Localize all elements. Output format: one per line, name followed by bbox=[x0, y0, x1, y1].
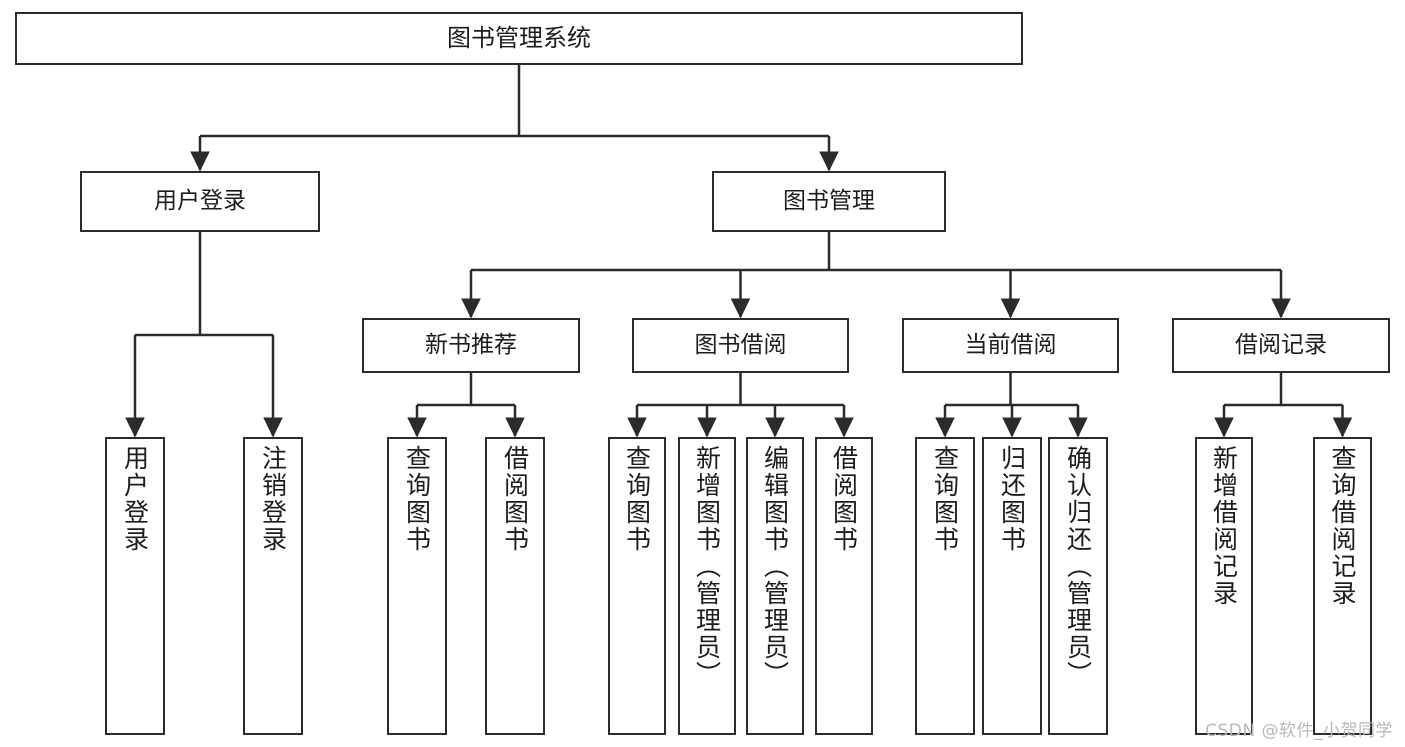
node-leaf-borrow-book-1: 借阅图书 bbox=[485, 437, 545, 735]
node-book-manage: 图书管理 bbox=[712, 171, 946, 232]
node-leaf-add-record: 新增借阅记录 bbox=[1195, 437, 1253, 735]
node-leaf-query-book-1: 查询图书 bbox=[387, 437, 447, 735]
node-leaf-query-book-3: 查询图书 bbox=[915, 437, 975, 735]
node-leaf-query-record: 查询借阅记录 bbox=[1313, 437, 1372, 735]
node-current-borrow: 当前借阅 bbox=[902, 318, 1119, 373]
node-leaf-confirm-return: 确认归还（管理员） bbox=[1048, 437, 1108, 735]
node-label: 借阅记录 bbox=[1235, 332, 1327, 359]
node-leaf-logout: 注销登录 bbox=[243, 437, 303, 735]
node-label: 查询图书 bbox=[402, 445, 432, 553]
node-book-borrow: 图书借阅 bbox=[632, 318, 849, 373]
node-leaf-query-book-2: 查询图书 bbox=[608, 437, 666, 735]
node-leaf-borrow-book-2: 借阅图书 bbox=[815, 437, 873, 735]
node-root: 图书管理系统 bbox=[15, 12, 1023, 65]
node-leaf-user-login: 用户登录 bbox=[105, 437, 165, 735]
node-label: 图书管理系统 bbox=[447, 23, 591, 52]
node-leaf-add-book: 新增图书（管理员） bbox=[678, 437, 736, 735]
node-label: 确认归还（管理员） bbox=[1063, 445, 1093, 688]
node-label: 注销登录 bbox=[258, 445, 288, 553]
node-user-login: 用户登录 bbox=[80, 171, 320, 232]
node-new-book-rec: 新书推荐 bbox=[362, 318, 580, 373]
node-label: 查询借阅记录 bbox=[1328, 445, 1357, 607]
node-label: 当前借阅 bbox=[964, 332, 1057, 359]
node-label: 用户登录 bbox=[120, 445, 150, 553]
node-borrow-record: 借阅记录 bbox=[1172, 318, 1390, 373]
node-label: 图书借阅 bbox=[694, 332, 787, 359]
node-label: 图书管理 bbox=[783, 188, 875, 215]
watermark: CSDN @软件_小贺同学 bbox=[1205, 721, 1393, 741]
node-label: 用户登录 bbox=[154, 188, 246, 215]
node-label: 新增借阅记录 bbox=[1209, 445, 1239, 607]
node-label: 查询图书 bbox=[622, 445, 652, 553]
node-label: 编辑图书（管理员） bbox=[760, 445, 790, 688]
node-label: 新书推荐 bbox=[425, 332, 517, 359]
node-label: 查询图书 bbox=[930, 445, 960, 553]
node-label: 归还图书 bbox=[997, 445, 1027, 553]
node-label: 新增图书（管理员） bbox=[692, 445, 722, 688]
node-label: 借阅图书 bbox=[829, 445, 859, 553]
node-label: 借阅图书 bbox=[500, 445, 530, 553]
node-leaf-return-book: 归还图书 bbox=[982, 437, 1042, 735]
node-leaf-edit-book: 编辑图书（管理员） bbox=[746, 437, 804, 735]
